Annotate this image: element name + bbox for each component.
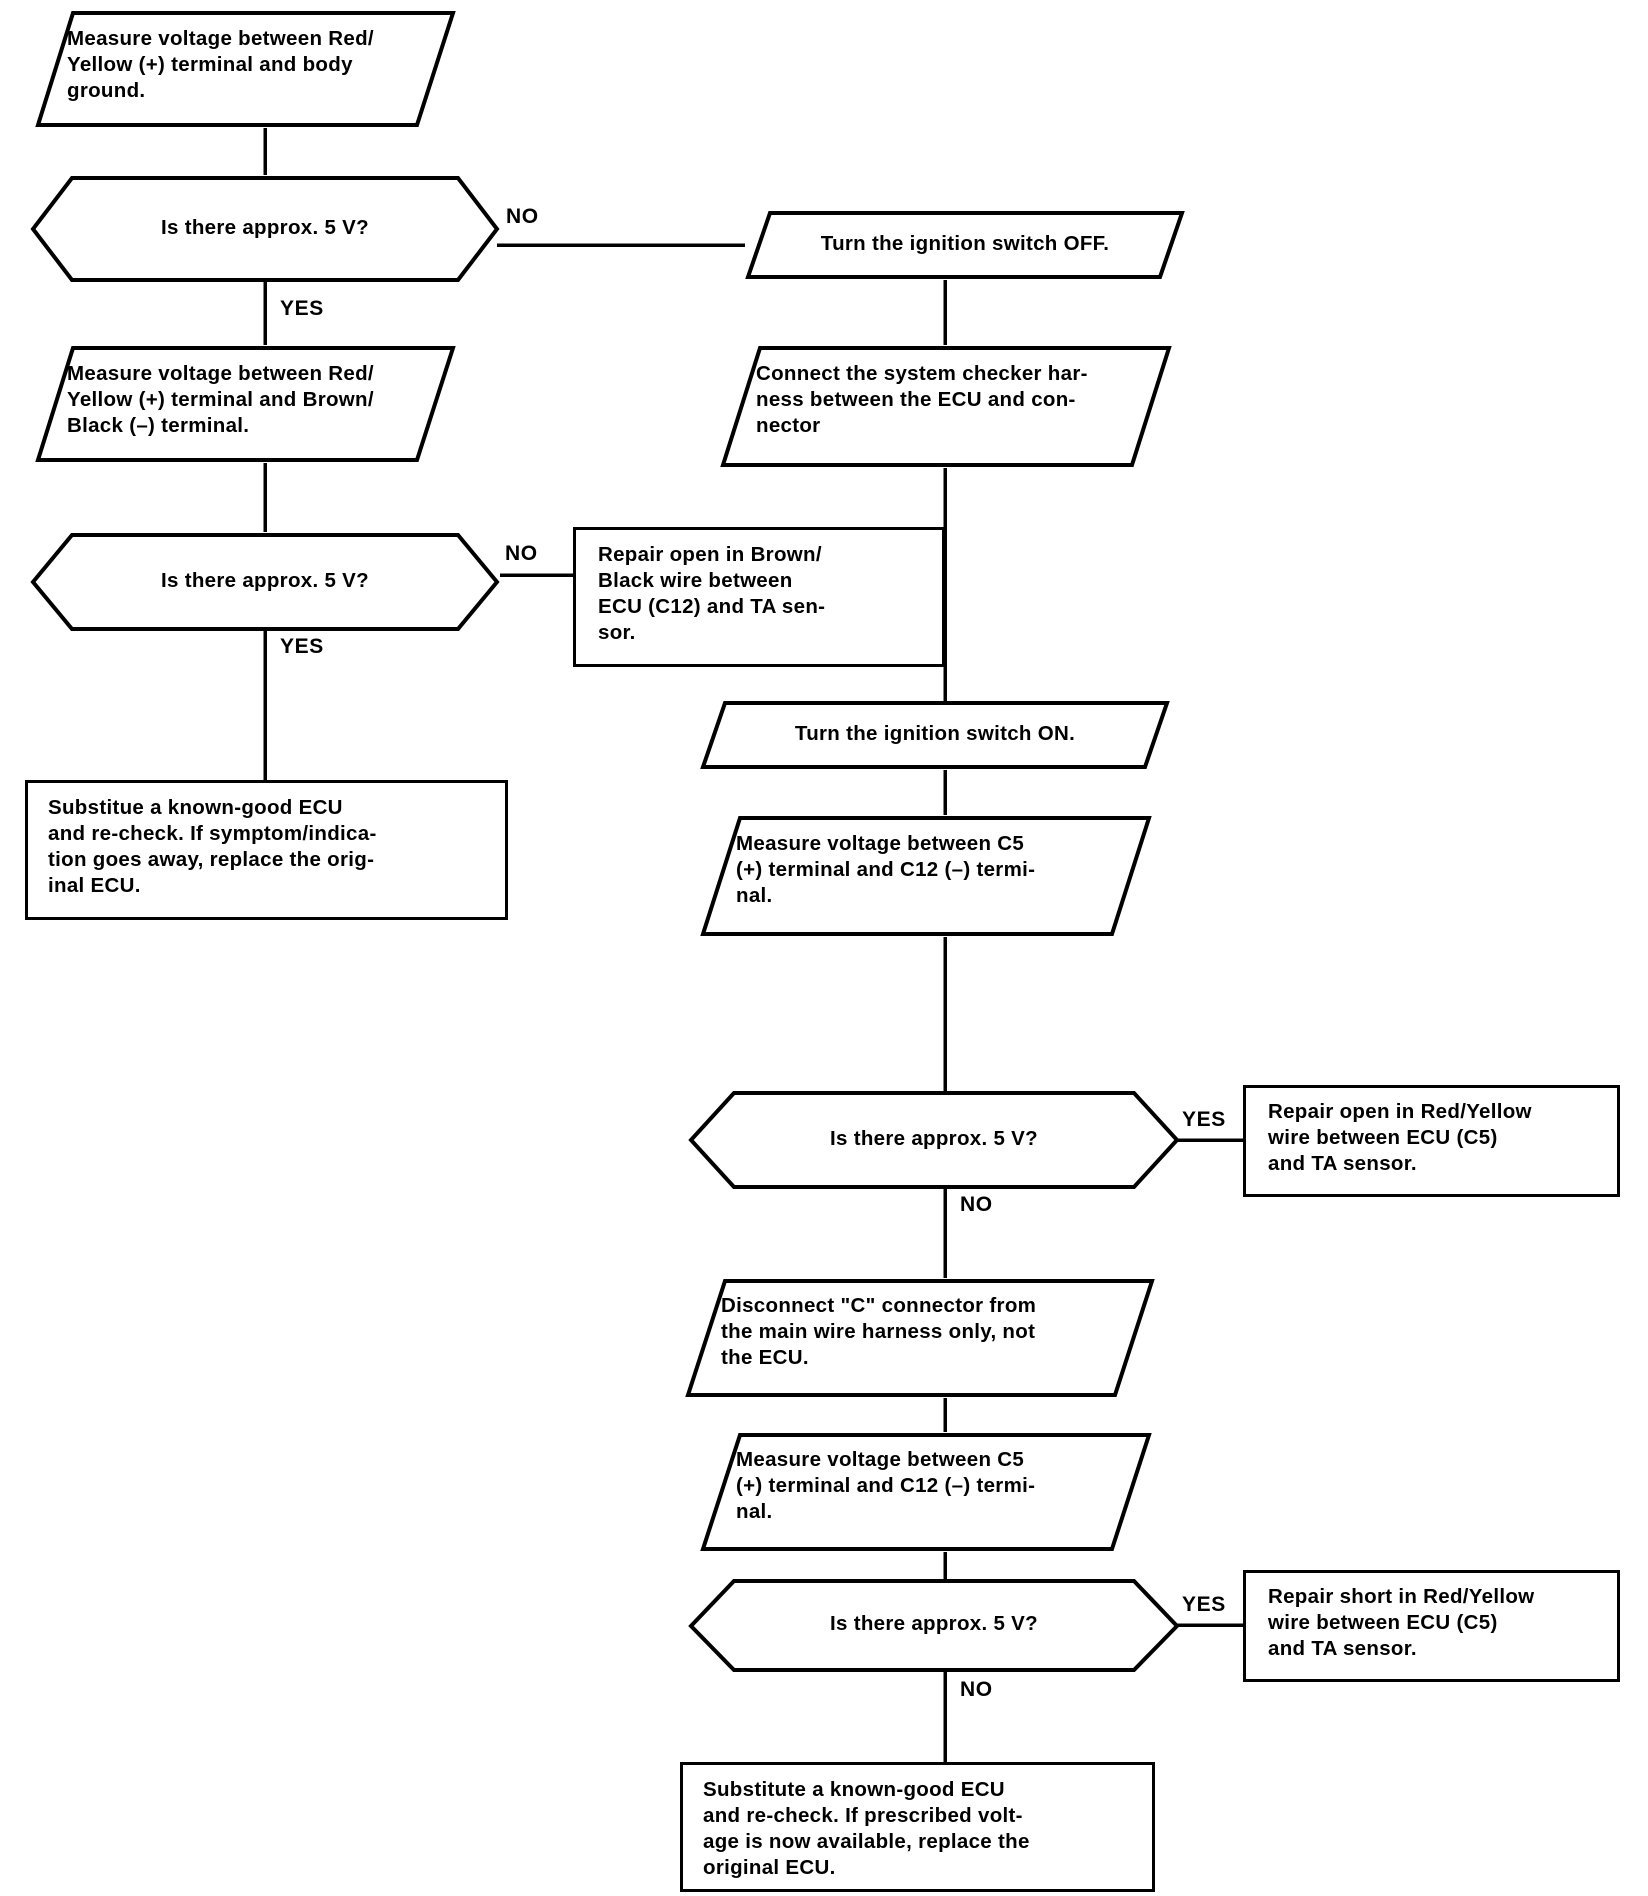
parallelogram-shape [700, 1433, 1152, 1551]
node-text: Repair open in Red/Yellow wire between E… [1268, 1100, 1532, 1175]
node-ignition-switch-off: Turn the ignition switch OFF. [745, 210, 1185, 280]
node-measure-voltage-brown-black: Measure voltage between Red/ Yellow (+) … [35, 345, 456, 463]
node-text: Measure voltage between C5 (+) terminal … [736, 1448, 1036, 1523]
parallelogram-shape [35, 346, 456, 462]
parallelogram-shape [35, 11, 456, 127]
node-text: Measure voltage between Red/ Yellow (+) … [67, 362, 374, 437]
node-measure-voltage-c5-c12-connected: Measure voltage between C5 (+) terminal … [700, 815, 1152, 937]
edge-label-yes-3: YES [1182, 1108, 1226, 1131]
edge-label-no-1: NO [506, 205, 539, 228]
edge-label-no-4: NO [960, 1678, 993, 1701]
node-connect-system-checker-harness: Connect the system checker har- ness bet… [720, 345, 1172, 468]
node-decision-5v-3: Is there approx. 5 V? [688, 1090, 1180, 1190]
node-text: Is there approx. 5 V? [161, 569, 369, 592]
parallelogram-shape [700, 701, 1170, 769]
parallelogram-shape [700, 816, 1152, 936]
node-text: Is there approx. 5 V? [830, 1127, 1038, 1150]
node-ignition-switch-on: Turn the ignition switch ON. [700, 700, 1170, 770]
node-substitute-ecu-prescribed-voltage: Substitute a known-good ECU and re-check… [680, 1762, 1155, 1892]
node-text: Connect the system checker har- ness bet… [756, 362, 1088, 437]
node-decision-5v-2: Is there approx. 5 V? [30, 532, 500, 632]
edge-label-no-3: NO [960, 1193, 993, 1216]
node-text: Is there approx. 5 V? [830, 1612, 1038, 1635]
node-text: Disconnect "C" connector from the main w… [721, 1294, 1037, 1369]
node-repair-short-red-yellow: Repair short in Red/Yellow wire between … [1243, 1570, 1620, 1682]
node-decision-5v-1: Is there approx. 5 V? [30, 175, 500, 283]
node-text: Turn the ignition switch ON. [794, 722, 1076, 745]
hexagon-shape [688, 1579, 1180, 1672]
edge-label-yes-4: YES [1182, 1593, 1226, 1616]
node-repair-open-brown-black: Repair open in Brown/ Black wire between… [573, 527, 945, 667]
node-text: Is there approx. 5 V? [161, 216, 369, 239]
node-text: Repair short in Red/Yellow wire between … [1268, 1585, 1535, 1660]
edge-label-yes-1: YES [280, 297, 324, 320]
node-text: Substitute a known-good ECU and re-check… [703, 1778, 1030, 1879]
parallelogram-shape [745, 211, 1185, 279]
node-substitute-ecu-symptom: Substitue a known-good ECU and re-check.… [25, 780, 508, 920]
node-measure-voltage-body-ground: Measure voltage between Red/ Yellow (+) … [35, 10, 456, 128]
hexagon-shape [688, 1091, 1180, 1189]
parallelogram-shape [720, 346, 1172, 467]
node-text: Measure voltage between C5 (+) terminal … [736, 832, 1036, 907]
hexagon-shape [30, 533, 500, 631]
node-text: Measure voltage between Red/ Yellow (+) … [67, 27, 374, 102]
hexagon-shape [30, 176, 500, 282]
node-decision-5v-4: Is there approx. 5 V? [688, 1578, 1180, 1673]
node-text: Turn the ignition switch OFF. [820, 232, 1110, 255]
edge-label-no-2: NO [505, 542, 538, 565]
node-disconnect-c-connector: Disconnect "C" connector from the main w… [685, 1278, 1155, 1398]
node-text: Substitue a known-good ECU and re-check.… [48, 796, 377, 897]
parallelogram-shape [685, 1279, 1155, 1397]
edge-label-yes-2: YES [280, 635, 324, 658]
node-repair-open-red-yellow: Repair open in Red/Yellow wire between E… [1243, 1085, 1620, 1197]
node-measure-voltage-c5-c12-disconnected: Measure voltage between C5 (+) terminal … [700, 1432, 1152, 1552]
node-text: Repair open in Brown/ Black wire between… [598, 543, 826, 644]
